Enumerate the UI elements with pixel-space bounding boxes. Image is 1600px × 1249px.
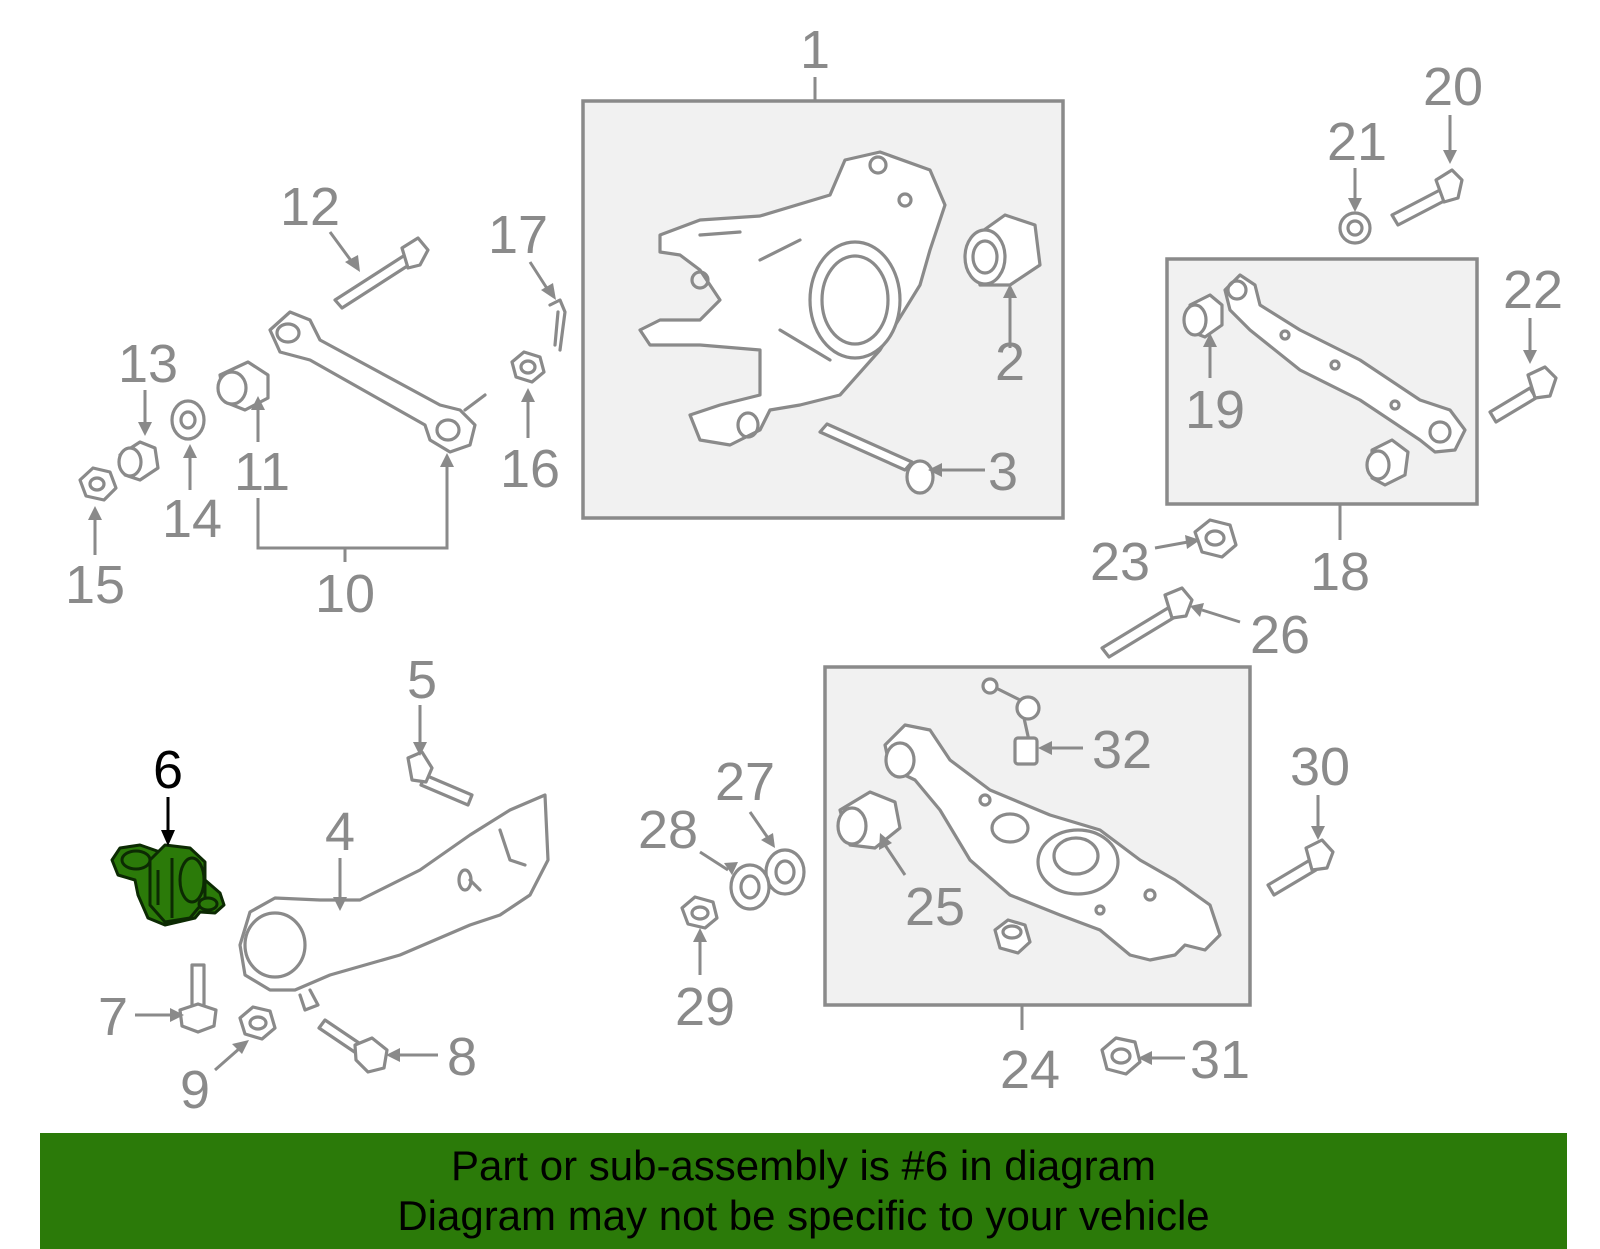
callout-13: 13 xyxy=(118,334,178,394)
leader-lines xyxy=(88,77,1537,1072)
arm-part-10 xyxy=(268,310,487,454)
bushing-part-11 xyxy=(216,360,270,412)
knuckle-part xyxy=(638,150,947,447)
callout-23: 23 xyxy=(1090,532,1150,592)
bolt-part-12 xyxy=(333,236,430,310)
arm-part-18 xyxy=(1223,273,1467,454)
callout-4: 4 xyxy=(325,802,355,862)
bolt-part-26 xyxy=(1100,586,1194,659)
callout-18: 18 xyxy=(1310,542,1370,602)
bushing-part-19 xyxy=(1182,293,1224,339)
nut-part-24b xyxy=(993,918,1032,955)
callout-8: 8 xyxy=(447,1027,477,1087)
callout-28: 28 xyxy=(638,800,698,860)
bolt-part-5 xyxy=(406,750,474,807)
callout-7: 7 xyxy=(98,987,128,1047)
callout-16: 16 xyxy=(500,439,560,499)
washer-part-28 xyxy=(729,863,771,911)
bolt-part-20 xyxy=(1390,168,1464,227)
callout-32: 32 xyxy=(1092,720,1152,780)
washer-part-21 xyxy=(1338,211,1372,245)
callout-12: 12 xyxy=(280,177,340,237)
callout-20: 20 xyxy=(1423,57,1483,117)
callout-labels: 1 2 3 4 5 6 7 8 9 10 11 12 13 14 15 16 1… xyxy=(65,20,1563,1120)
callout-30: 30 xyxy=(1290,737,1350,797)
bolt-part-7 xyxy=(178,963,218,1034)
trailing-arm-part-4 xyxy=(238,793,550,1012)
callout-15: 15 xyxy=(65,555,125,615)
pin-part-17 xyxy=(548,298,567,352)
washer-part-27 xyxy=(764,848,806,896)
callout-14: 14 xyxy=(162,489,222,549)
callout-31: 31 xyxy=(1190,1030,1250,1090)
callout-24: 24 xyxy=(1000,1040,1060,1100)
link-part-32 xyxy=(981,677,1041,766)
control-arm-part-24 xyxy=(883,723,1222,962)
bolt-part-30 xyxy=(1266,838,1335,897)
callout-22: 22 xyxy=(1503,260,1563,320)
callout-2: 2 xyxy=(995,332,1025,392)
callout-26: 26 xyxy=(1250,605,1310,665)
callout-9: 9 xyxy=(180,1060,210,1120)
nut-part-23 xyxy=(1193,518,1238,559)
callout-5: 5 xyxy=(407,650,437,710)
banner-line-part-number: Part or sub-assembly is #6 in diagram xyxy=(451,1142,1156,1189)
callout-10: 10 xyxy=(315,564,375,624)
banner-line-disclaimer: Diagram may not be specific to your vehi… xyxy=(397,1192,1210,1239)
nut-part-29 xyxy=(680,895,719,930)
callout-19: 19 xyxy=(1185,380,1245,440)
nut-part-16 xyxy=(510,350,546,384)
nut-part-31 xyxy=(1100,1036,1142,1076)
bolt-part-22 xyxy=(1488,365,1558,424)
bolt-part-3 xyxy=(818,422,935,495)
nut-part-9 xyxy=(238,1005,277,1041)
bushing-part-18b xyxy=(1365,438,1410,487)
bushing-part-2 xyxy=(963,213,1042,287)
info-banner: Part or sub-assembly is #6 in diagram Di… xyxy=(40,1133,1567,1249)
bushing-part-13 xyxy=(117,440,160,482)
highlighted-bushing-part-6[interactable] xyxy=(110,843,226,927)
callout-21: 21 xyxy=(1327,112,1387,172)
callout-25: 25 xyxy=(905,877,965,937)
callout-11: 11 xyxy=(234,442,290,502)
callout-1: 1 xyxy=(800,20,830,80)
callout-6[interactable]: 6 xyxy=(153,740,183,800)
nut-part-15 xyxy=(78,466,118,502)
bolt-part-8 xyxy=(317,1018,389,1074)
callout-29: 29 xyxy=(675,977,735,1037)
washer-part-14 xyxy=(170,399,206,441)
callout-3: 3 xyxy=(988,442,1018,502)
callout-27: 27 xyxy=(715,752,775,812)
callout-17: 17 xyxy=(488,205,548,265)
bushing-part-25 xyxy=(836,790,902,850)
